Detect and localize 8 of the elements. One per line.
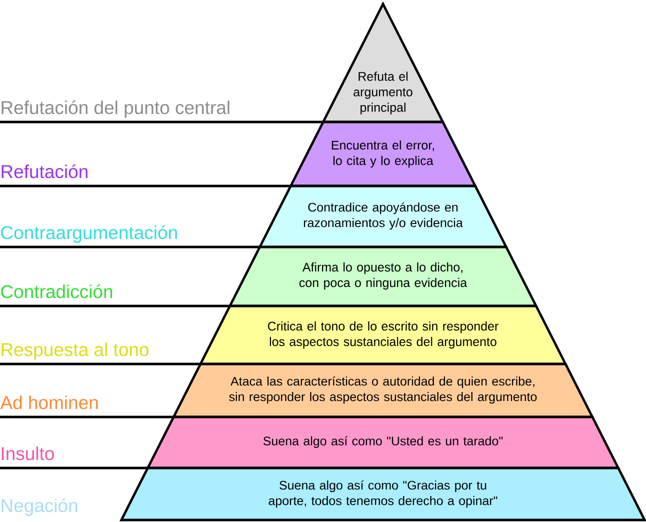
level-label: Contraargumentación	[1, 225, 177, 243]
level-label: Refutación del punto central	[2, 100, 230, 118]
level-label: Negación	[2, 498, 78, 516]
level-label: Refutación	[2, 164, 88, 178]
level-label: Ad hominen	[0, 396, 98, 410]
level-label: Respuesta al tono	[2, 342, 149, 360]
level-label: Contradicción	[1, 284, 112, 298]
level-label: Insulto	[2, 446, 54, 460]
